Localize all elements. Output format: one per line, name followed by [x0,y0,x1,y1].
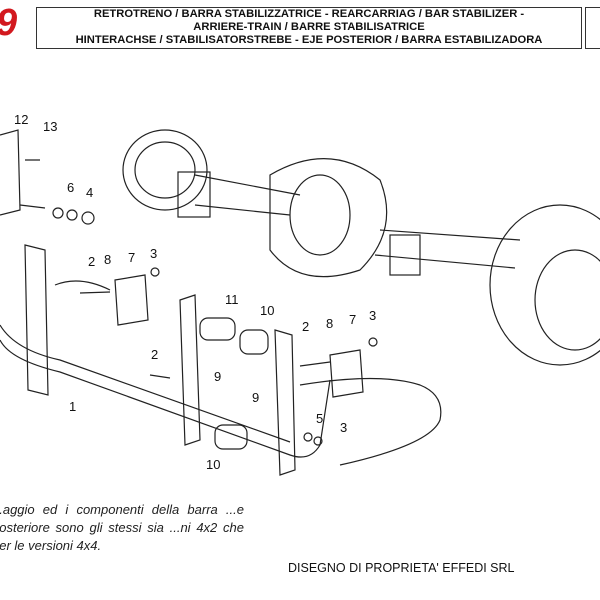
callout-2: 2 [88,254,95,269]
title-line: ARRIERE-TRAIN / BARRE STABILISATRICE [193,21,425,33]
assembly-note: ...aggio ed i componenti della barra ...… [0,502,244,553]
callout-2: 2 [151,347,158,362]
callout-7: 7 [128,250,135,265]
callout-10: 10 [206,457,220,472]
callout-3: 3 [340,420,347,435]
title-line: HINTERACHSE / STABILISATORSTREBE - EJE P… [75,34,543,46]
title-box: RETROTRENO / BARRA STABILIZZATRICE - REA… [36,7,582,49]
callout-1: 1 [69,399,76,414]
callout-4: 4 [86,185,93,200]
ownership-footer: DISEGNO DI PROPRIETA' EFFEDI SRL [288,561,515,575]
callout-3: 3 [150,246,157,261]
callout-5: 5 [316,411,323,426]
callout-11: 11 [225,292,239,307]
callout-7: 7 [349,312,356,327]
callout-9: 9 [252,390,259,405]
callout-13: 13 [43,119,57,134]
callout-12: 12 [14,112,28,127]
callout-3: 3 [369,308,376,323]
title-line: RETROTRENO / BARRA STABILIZZATRICE - REA… [93,8,525,20]
callout-8: 8 [326,316,333,331]
page-number-box [585,7,600,49]
callout-2: 2 [302,319,309,334]
callout-6: 6 [67,180,74,195]
rear-axle [122,129,600,366]
brand-logo: 9 [0,2,17,45]
callout-10: 10 [260,303,274,318]
brackets [0,129,378,476]
stabilizer-bar [0,280,442,466]
callout-9: 9 [214,369,221,384]
callout-8: 8 [104,252,111,267]
